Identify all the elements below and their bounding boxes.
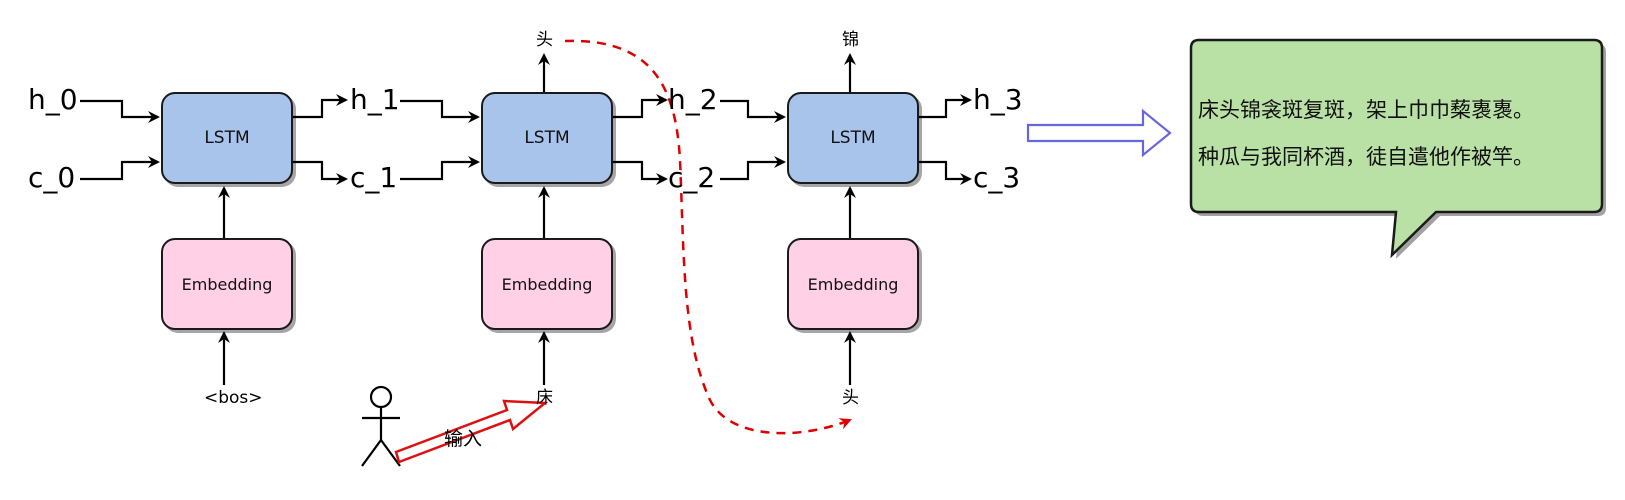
h2-arrow	[612, 94, 668, 119]
user-stick-figure	[361, 385, 401, 467]
output-token-2: 头	[536, 30, 553, 50]
c1-to-lstm2-arrow	[400, 156, 480, 181]
c0-arrow	[80, 156, 160, 181]
embedding-cell-2: Embedding	[481, 238, 613, 330]
c0-label: c_0	[28, 161, 76, 194]
c2-label: c_2	[668, 161, 716, 194]
h1-label: h_1	[350, 83, 400, 116]
input-token-1: <bos>	[204, 388, 263, 408]
embedding-cell-3-label: Embedding	[807, 274, 899, 294]
result-arrow	[1026, 108, 1172, 158]
c3-arrow	[918, 160, 972, 185]
output-token-3: 锦	[842, 30, 859, 50]
callout-bubble	[1189, 38, 1604, 259]
embedding-cell-1: Embedding	[161, 238, 293, 330]
lstm-cell-1: LSTM	[161, 92, 293, 184]
lstm-cell-2-label: LSTM	[524, 128, 570, 148]
lstm-cell-2: LSTM	[481, 92, 613, 184]
input-token-3: 头	[842, 388, 859, 408]
c1-label: c_1	[350, 161, 398, 194]
embedding-cell-2-label: Embedding	[501, 274, 593, 294]
lstm-cell-1-label: LSTM	[204, 128, 250, 148]
h0-arrow	[80, 99, 160, 123]
lstm-cell-3: LSTM	[787, 92, 919, 184]
h2-label: h_2	[668, 83, 718, 116]
user-input-label: 输入	[444, 428, 483, 450]
embedding-cell-3: Embedding	[787, 238, 919, 330]
h2-to-lstm3-arrow	[720, 99, 786, 123]
lstm-cell-3-label: LSTM	[830, 128, 876, 148]
input-token-2: 床	[536, 388, 553, 408]
h0-label: h_0	[28, 83, 78, 116]
c3-label: c_3	[973, 161, 1021, 194]
h3-arrow	[918, 94, 972, 119]
callout-line-2: 种瓜与我同杯酒，徒自遣他作被竿。	[1198, 145, 1534, 169]
feedback-dashed-arrow	[564, 39, 852, 435]
c2-to-lstm3-arrow	[720, 156, 786, 181]
c2-arrow	[612, 160, 668, 185]
h1-arrow	[292, 94, 348, 119]
user-input-arrow	[394, 399, 549, 464]
c1-arrow	[292, 160, 348, 185]
embedding-cell-1-label: Embedding	[181, 274, 273, 294]
h1-to-lstm2-arrow	[400, 99, 480, 123]
h3-label: h_3	[973, 83, 1023, 116]
callout-line-1: 床头锦衾斑复斑，架上巾巾蔾褢褢。	[1198, 98, 1534, 122]
